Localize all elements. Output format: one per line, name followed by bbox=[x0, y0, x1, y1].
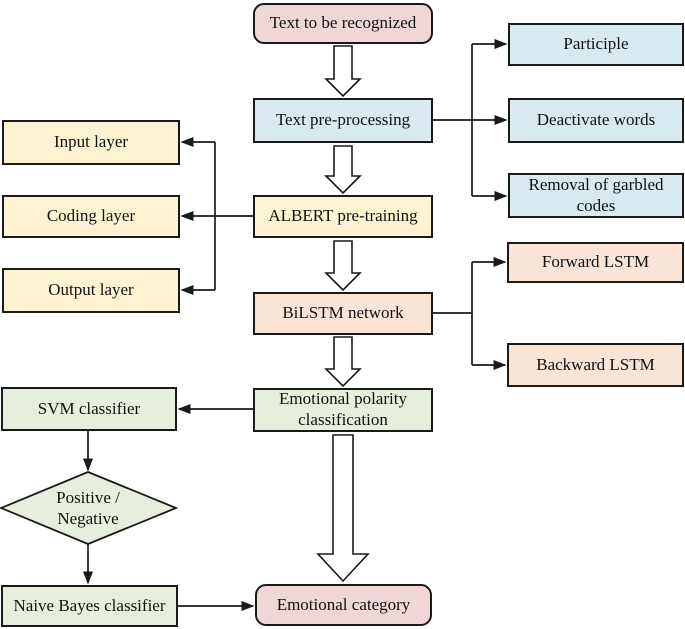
node-label: Emotional polarity classification bbox=[279, 389, 407, 429]
node-text-pre-processing: Text pre-processing bbox=[253, 98, 433, 143]
node-removal-of-garbled-codes: Removal of garbled codes bbox=[508, 173, 684, 218]
node-albert-pre-training: ALBERT pre-training bbox=[253, 195, 433, 238]
node-output-layer: Output layer bbox=[2, 268, 180, 313]
node-positive-negative-decision: Positive / Negative bbox=[31, 486, 145, 532]
node-label: Coding layer bbox=[46, 206, 136, 226]
node-label: Naive Bayes classifier bbox=[13, 595, 166, 615]
node-svm-classifier: SVM classifier bbox=[1, 387, 177, 431]
node-label: Text pre-processing bbox=[275, 110, 411, 130]
node-label: Deactivate words bbox=[536, 110, 656, 130]
decision-diamond-shape bbox=[0, 471, 179, 545]
node-label: Participle bbox=[563, 34, 629, 54]
node-deactivate-words: Deactivate words bbox=[508, 98, 684, 143]
node-bilstm-network: BiLSTM network bbox=[253, 292, 433, 335]
node-input-layer: Input layer bbox=[2, 120, 180, 165]
node-label: Removal of garbled codes bbox=[528, 174, 664, 215]
node-label: SVM classifier bbox=[37, 398, 141, 418]
node-label: Input layer bbox=[53, 132, 129, 152]
hollow-arrow-albert-bilstm bbox=[324, 240, 362, 292]
node-participle: Participle bbox=[508, 23, 684, 66]
node-label: Forward LSTM bbox=[541, 252, 650, 272]
node-naive-bayes-classifier: Naive Bayes classifier bbox=[1, 585, 178, 627]
node-label: Text to be recognized bbox=[269, 13, 417, 33]
node-label: Backward LSTM bbox=[536, 354, 655, 374]
node-emotional-polarity-classification: Emotional polarity classification bbox=[253, 388, 433, 432]
node-coding-layer: Coding layer bbox=[2, 195, 180, 238]
node-text-to-be-recognized: Text to be recognized bbox=[253, 3, 433, 44]
node-label: Output layer bbox=[48, 280, 134, 300]
node-label: Emotional category bbox=[276, 594, 411, 614]
hollow-arrow-start-preproc bbox=[324, 45, 362, 98]
hollow-arrow-polarity-category bbox=[316, 434, 370, 583]
node-backward-lstm: Backward LSTM bbox=[507, 343, 684, 387]
node-label: BiLSTM network bbox=[282, 303, 404, 323]
hollow-arrow-bilstm-polarity bbox=[324, 336, 362, 388]
node-label: Positive / Negative bbox=[56, 488, 120, 528]
node-label: ALBERT pre-training bbox=[268, 206, 418, 226]
node-emotional-category: Emotional category bbox=[255, 584, 432, 626]
hollow-arrow-preproc-albert bbox=[324, 145, 362, 195]
node-forward-lstm: Forward LSTM bbox=[507, 242, 684, 283]
